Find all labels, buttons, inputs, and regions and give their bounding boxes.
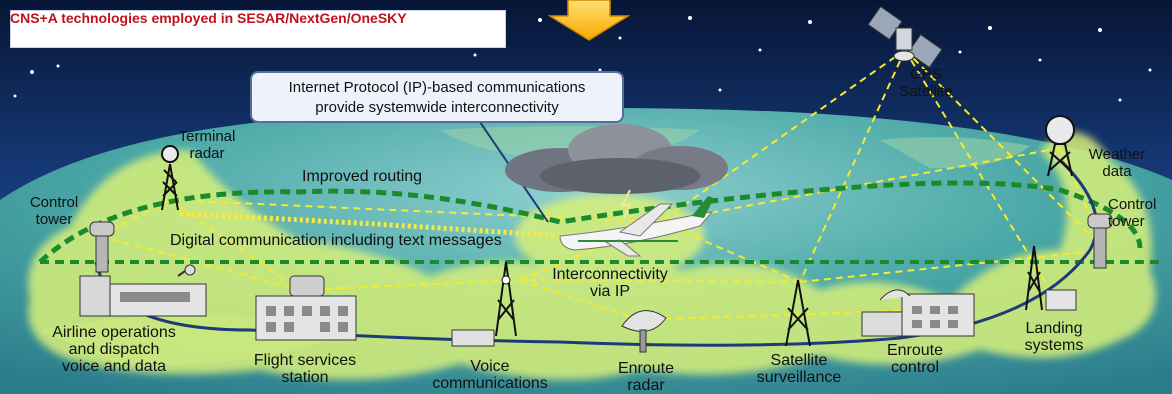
improved-routing-path <box>38 180 1143 264</box>
down-arrow-icon <box>547 0 631 41</box>
ip-callout-box: Internet Protocol (IP)-based communicati… <box>250 71 624 123</box>
weather-radar-icon <box>1045 115 1075 177</box>
airplane-icon <box>559 196 714 257</box>
digital-comm-path <box>179 211 561 239</box>
label-improved-routing: Improved routing <box>302 168 423 185</box>
control-tower-left-icon <box>89 221 115 273</box>
ground-network-line <box>94 158 1098 347</box>
callout-line-2: provide systemwide interconnectivity <box>315 99 559 116</box>
terminal-radar-icon <box>161 145 179 211</box>
enroute-radar-icon <box>621 310 667 353</box>
landing-systems-icon <box>1025 245 1077 311</box>
storm-cloud-icon <box>505 124 728 219</box>
header-banner <box>10 10 506 48</box>
callout-line-1: Internet Protocol (IP)-based communicati… <box>288 79 586 96</box>
label-digital-communication: Digital communication including text mes… <box>170 232 502 249</box>
flight-services-building-icon <box>255 275 357 341</box>
airline-operations-building-icon <box>79 264 207 317</box>
diagram-title: CNS+A technologies employed in SESAR/Nex… <box>10 10 407 26</box>
voice-communications-icon <box>451 261 517 347</box>
gps-satellite-icon <box>867 5 943 69</box>
enroute-control-building-icon <box>861 289 975 337</box>
stars <box>13 16 1152 102</box>
control-tower-right-icon <box>1087 213 1113 269</box>
satellite-surveillance-icon <box>785 279 811 347</box>
